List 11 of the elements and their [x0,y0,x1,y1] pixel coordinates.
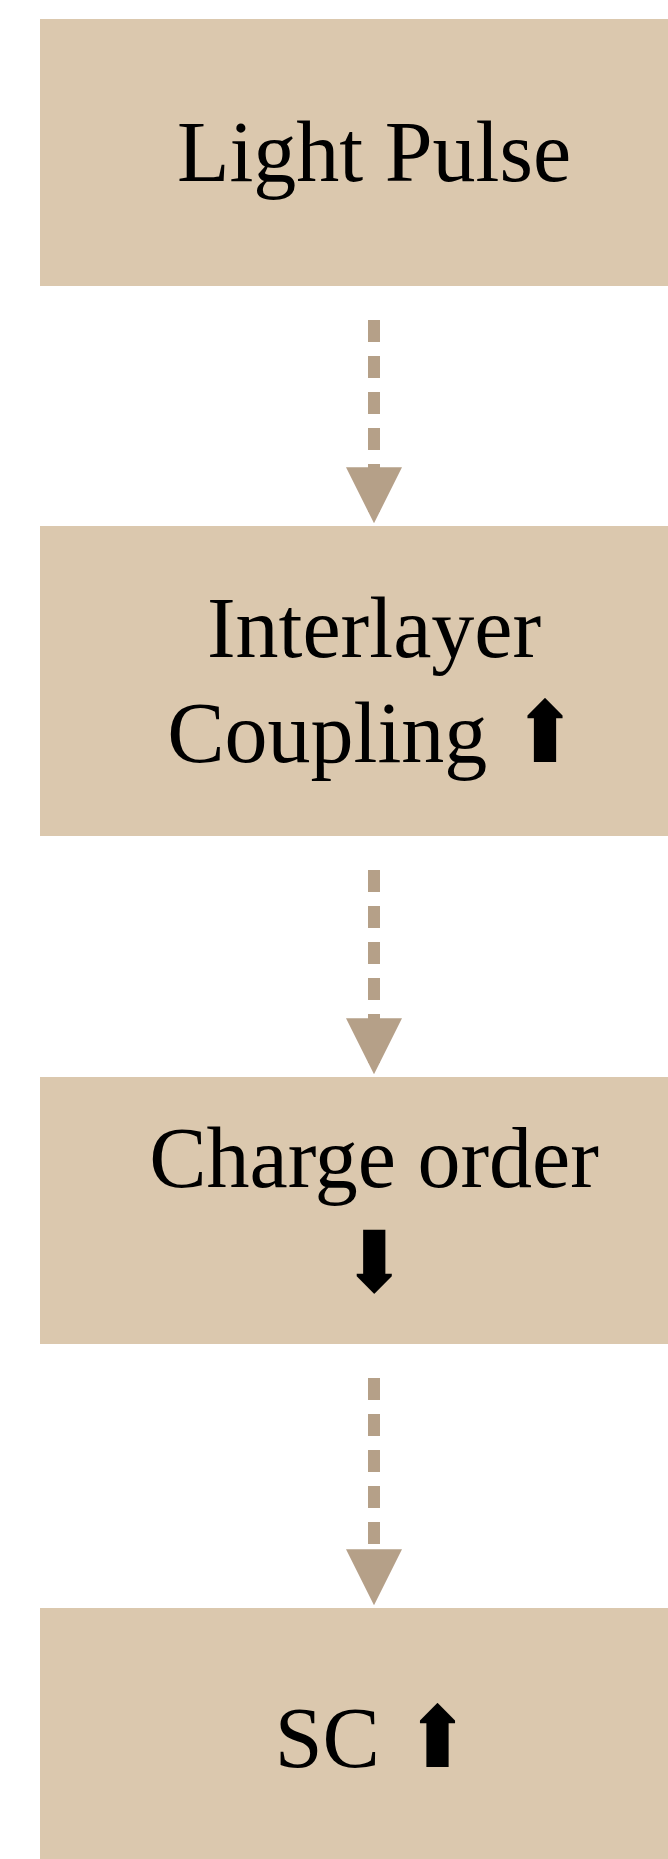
box-label: Charge order ⬇ [148,1108,600,1313]
dashed-arrow [346,320,402,524]
dashed-arrow [346,1378,402,1606]
process-box [40,526,668,836]
process-box [40,1077,668,1344]
box-label: Interlayer Coupling ⬆ [166,579,582,783]
box-label: Light Pulse [175,103,573,203]
dashed-arrow [346,870,402,1075]
process-box [40,1608,668,1859]
process-box [40,19,668,286]
box-label: SC ⬆ [273,1688,475,1788]
